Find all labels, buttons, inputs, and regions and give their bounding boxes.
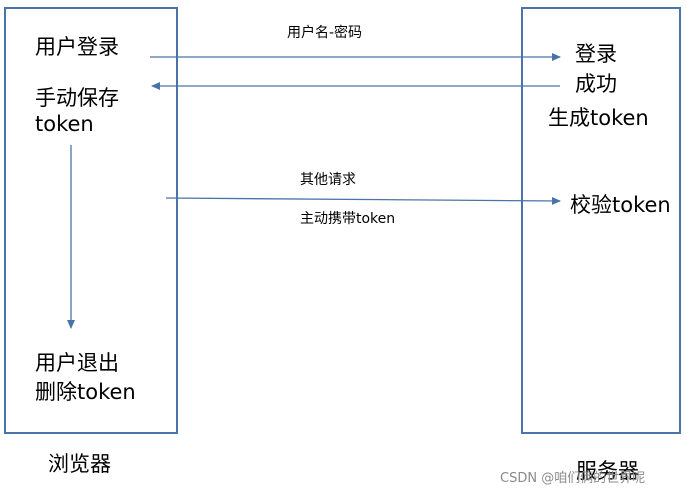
other-requests-label: 其他请求	[300, 172, 356, 188]
browser-box	[4, 7, 178, 434]
carry-token-label: 主动携带token	[300, 211, 396, 227]
server-login-text-1: 登录	[575, 42, 617, 66]
credentials-label: 用户名-密码	[287, 25, 363, 41]
server-verify-text: 校验token	[570, 193, 671, 217]
server-login-text-2: 成功	[575, 72, 617, 96]
server-label: 服务器	[576, 459, 639, 483]
server-box	[521, 7, 681, 434]
server-generate-text: 生成token	[548, 106, 649, 130]
watermark: CSDN @咱们俩的世界呢	[500, 471, 646, 486]
browser-logout-text-2: 删除token	[35, 380, 136, 404]
browser-save-text-1: 手动保存	[35, 86, 119, 110]
browser-save-text-2: token	[35, 112, 94, 136]
browser-login-text: 用户登录	[35, 35, 119, 59]
browser-logout-text-1: 用户退出	[35, 351, 119, 375]
browser-label: 浏览器	[48, 452, 111, 476]
arrow-other-request	[165, 196, 561, 205]
